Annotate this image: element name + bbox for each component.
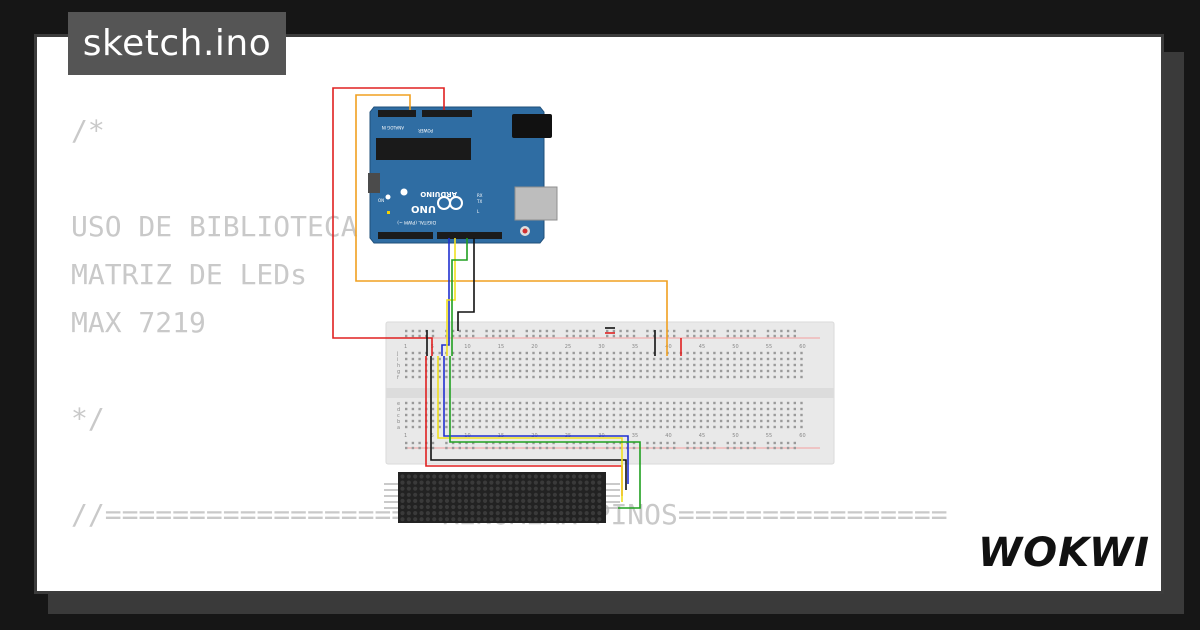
breadboard-column-number: 55 <box>766 344 772 350</box>
analog-header <box>378 110 416 117</box>
wire-blue-matrix <box>443 356 629 484</box>
breadboard-column-number: 40 <box>665 433 671 439</box>
breadboard-column-number: 60 <box>799 344 805 350</box>
breadboard-column-number: 45 <box>699 433 705 439</box>
breadboard: 1155101015152020252530303535404045455050… <box>385 321 835 465</box>
code-line: */ <box>71 402 105 435</box>
breadboard-column-number: 20 <box>531 344 537 350</box>
wire-green-matrix <box>449 356 641 509</box>
breadboard-column-number: 35 <box>632 344 638 350</box>
code-line: /* <box>71 114 105 147</box>
breadboard-column-number: 55 <box>766 433 772 439</box>
wokwi-logo-icon[interactable]: WOKWI <box>976 524 1152 578</box>
breadboard-column-number: 35 <box>632 433 638 439</box>
arduino-uno: ARDUINO UNO DIGITAL (PWM ~) ANALOG IN PO… <box>368 106 558 244</box>
code-line: MAX 7219 <box>71 306 206 339</box>
led-matrix-max7219 <box>384 472 620 523</box>
breadboard-row-letter: b <box>397 419 400 425</box>
sketch-filename-tab[interactable]: sketch.ino <box>68 12 286 75</box>
usb-connector <box>514 186 558 221</box>
breadboard-column-number: 50 <box>732 433 738 439</box>
breadboard-row-letter: e <box>397 401 400 407</box>
wire-blue-arduino <box>441 238 450 356</box>
breadboard-column-numbers: 1155101015152020252530303535404045455050… <box>396 344 806 439</box>
preview-card[interactable]: /* USO DE BIBLIOTECA MATRIZ DE LEDs MAX … <box>34 34 1164 594</box>
digital-label: DIGITAL (PWM ~) <box>397 219 436 225</box>
code-preview: /* USO DE BIBLIOTECA MATRIZ DE LEDs MAX … <box>71 107 948 539</box>
rx-label: RX <box>477 193 483 198</box>
wire-red <box>332 87 445 356</box>
arduino-model-label: UNO <box>411 203 436 214</box>
breadboard-row-letter: h <box>397 363 400 369</box>
power-label: POWER <box>418 128 433 133</box>
breadboard-column-number: 1 <box>404 433 407 439</box>
breadboard-column-number: 15 <box>498 344 504 350</box>
breadboard-column-number: 40 <box>665 344 671 350</box>
code-line: USO DE BIBLIOTECA <box>71 210 358 243</box>
tx-label: TX <box>476 199 482 204</box>
icsp-header <box>368 173 380 193</box>
breadboard-row-letter: d <box>397 407 400 413</box>
wire-green-arduino <box>451 238 468 356</box>
wire-black-arduino <box>457 238 475 331</box>
power-jack <box>512 114 552 138</box>
breadboard-column-number: 1 <box>404 344 407 350</box>
arduino-brand-label: ARDUINO <box>420 190 457 198</box>
breadboard-row-letter: j <box>396 351 398 357</box>
digital-header-high <box>437 232 502 239</box>
breadboard-row-letter: f <box>397 375 399 381</box>
breadboard-column-number: 10 <box>464 344 470 350</box>
wire-yellow-matrix <box>437 356 623 502</box>
breadboard-column-number: 5 <box>431 433 434 439</box>
breadboard-row-letter: a <box>397 425 400 431</box>
wire-orange <box>355 94 668 356</box>
breadboard-column-number: 50 <box>732 344 738 350</box>
breadboard-column-number: 25 <box>565 344 571 350</box>
breadboard-row-letter: i <box>397 357 398 363</box>
breadboard-column-number: 45 <box>699 344 705 350</box>
l-led-label: L <box>477 209 480 214</box>
code-line: MATRIZ DE LEDs <box>71 258 308 291</box>
breadboard-column-number: 60 <box>799 433 805 439</box>
on-led-label: ON <box>378 198 384 203</box>
power-header <box>422 110 472 117</box>
digital-header-low <box>378 232 433 239</box>
wires <box>332 87 682 509</box>
wokwi-logo-text: WOKWI <box>978 530 1150 576</box>
breadboard-column-number: 30 <box>598 344 604 350</box>
breadboard-row-letter: g <box>397 369 400 375</box>
wire-yellow-arduino <box>446 238 456 356</box>
microcontroller-chip <box>376 138 471 160</box>
breadboard-row-letter: c <box>397 413 400 419</box>
wire-black-matrix <box>430 356 627 490</box>
analog-label: ANALOG IN <box>382 125 404 130</box>
